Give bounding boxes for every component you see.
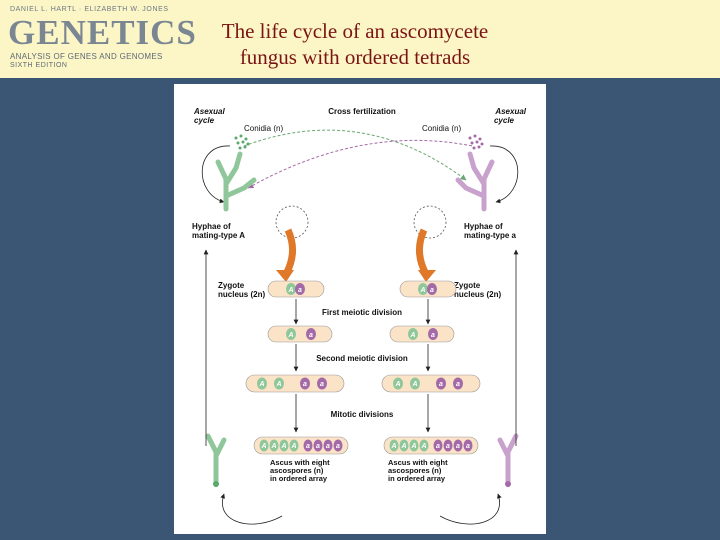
allele-A: A xyxy=(287,332,293,339)
allele-A: A xyxy=(290,443,296,450)
allele-a: a xyxy=(456,381,460,388)
logo-authors: DANIEL L. HARTL · ELIZABETH W. JONES xyxy=(10,6,169,13)
fertilization-right-circle xyxy=(413,205,447,239)
germinating-spore-left-icon xyxy=(205,433,227,485)
conidia-right-icon xyxy=(468,134,484,150)
allele-a: a xyxy=(303,381,307,388)
allele-a: a xyxy=(436,443,440,450)
ascus-left-label-2: ascospores (n) xyxy=(270,466,324,475)
fusion-left-arrow-body xyxy=(282,228,296,276)
asexual-cycle-right-label-1: Asexual xyxy=(494,107,526,116)
spore-right xyxy=(505,481,511,487)
zygote-ascus-right: A a xyxy=(399,280,457,298)
allele-a: a xyxy=(431,332,435,339)
allele-A: A xyxy=(287,287,293,294)
conidia-left-label: Conidia (n) xyxy=(244,124,283,133)
allele-a: a xyxy=(309,332,313,339)
ascus-right-label-1: Ascus with eight xyxy=(388,458,448,467)
allele-A: A xyxy=(409,332,415,339)
first-division-ascus-left: A a xyxy=(267,325,333,343)
allele-a: a xyxy=(466,443,470,450)
allele-A: A xyxy=(394,381,400,388)
allele-a: a xyxy=(306,443,310,450)
second-meiotic-division-label: Second meiotic division xyxy=(316,354,408,363)
conidia-left-icon xyxy=(234,134,250,150)
zygote-right-label-1: Zygote xyxy=(454,281,481,290)
ascus-right-label-2: ascospores (n) xyxy=(388,466,442,475)
second-division-ascus-right: A A a a xyxy=(381,374,481,393)
mitotic-divisions-label: Mitotic divisions xyxy=(331,410,394,419)
asexual-cycle-left-label-2: cycle xyxy=(194,116,215,125)
allele-a: a xyxy=(446,443,450,450)
cross-fertilization-green-arrow xyxy=(243,129,467,181)
conidia-right-label: Conidia (n) xyxy=(422,124,461,133)
ascus-left-label-1: Ascus with eight xyxy=(270,458,330,467)
allele-A: A xyxy=(270,443,276,450)
allele-A: A xyxy=(390,443,396,450)
fusion-left-arrow-head xyxy=(276,270,294,282)
first-division-ascus-right: A a xyxy=(389,325,455,343)
hyphae-right-icon xyxy=(455,151,495,212)
allele-A: A xyxy=(260,443,266,450)
hyphae-right-label-2: mating-type a xyxy=(464,231,517,240)
logo-subtitle: ANALYSIS OF GENES AND GENOMES xyxy=(10,52,163,61)
hyphae-left-label-2: mating-type A xyxy=(192,231,245,240)
allele-A: A xyxy=(420,443,426,450)
allele-a: a xyxy=(336,443,340,450)
allele-a: a xyxy=(430,287,434,294)
germinating-spore-right-icon xyxy=(497,433,519,485)
first-meiotic-division-label: First meiotic division xyxy=(322,308,402,317)
allele-a: a xyxy=(316,443,320,450)
slide-header: DANIEL L. HARTL · ELIZABETH W. JONES GEN… xyxy=(0,0,720,78)
cross-fertilization-purple-arrow xyxy=(247,139,473,189)
asexual-cycle-right-arrow xyxy=(489,145,519,204)
zygote-left-label-2: nucleus (2n) xyxy=(218,290,265,299)
zygote-left-label-1: Zygote xyxy=(218,281,245,290)
asexual-cycle-right-label-2: cycle xyxy=(494,116,515,125)
allele-A: A xyxy=(400,443,406,450)
life-cycle-diagram: Asexual cycle Asexual cycle Cross fertil… xyxy=(192,107,527,525)
allele-A: A xyxy=(258,381,264,388)
book-logo: DANIEL L. HARTL · ELIZABETH W. JONES GEN… xyxy=(8,6,196,72)
mature-ascus-right: A A A A a a a a xyxy=(383,436,479,455)
hyphae-left-icon xyxy=(215,151,257,212)
mature-ascus-left: A A A A a a a a xyxy=(253,436,349,455)
life-cycle-figure: Asexual cycle Asexual cycle Cross fertil… xyxy=(174,84,546,534)
bottom-left-loop xyxy=(220,493,283,525)
hyphae-left-label-1: Hyphae of xyxy=(192,222,231,231)
allele-A: A xyxy=(419,287,425,294)
allele-a: a xyxy=(456,443,460,450)
allele-A: A xyxy=(410,443,416,450)
allele-A: A xyxy=(280,443,286,450)
ascus-left-label-3: in ordered array xyxy=(270,474,328,483)
asexual-cycle-left-label-1: Asexual xyxy=(193,107,225,116)
fusion-right-arrow-body xyxy=(416,228,430,276)
spore-left xyxy=(213,481,219,487)
zygote-ascus-left: A a xyxy=(267,280,325,298)
ascus-right-label-3: in ordered array xyxy=(388,474,446,483)
allele-A: A xyxy=(411,381,417,388)
slide-title-line-2: fungus with ordered tetrads xyxy=(239,45,471,69)
logo-title: GENETICS xyxy=(8,13,197,52)
asexual-cycle-left-arrow xyxy=(201,145,231,204)
zygote-right-label-2: nucleus (2n) xyxy=(454,290,501,299)
hyphae-right-label-1: Hyphae of xyxy=(464,222,503,231)
allele-a: a xyxy=(298,287,302,294)
fusion-right-arrow-head xyxy=(418,270,436,282)
bottom-right-loop xyxy=(439,493,502,525)
allele-a: a xyxy=(439,381,443,388)
allele-a: a xyxy=(326,443,330,450)
second-division-ascus-left: A A a a xyxy=(245,374,345,393)
allele-A: A xyxy=(275,381,281,388)
slide-title-line-1: The life cycle of an ascomycete xyxy=(221,19,489,43)
slide-title: The life cycle of an ascomycete fungus w… xyxy=(190,18,520,70)
logo-edition: SIXTH EDITION xyxy=(10,62,68,69)
allele-a: a xyxy=(320,381,324,388)
cross-fertilization-label: Cross fertilization xyxy=(328,107,396,116)
